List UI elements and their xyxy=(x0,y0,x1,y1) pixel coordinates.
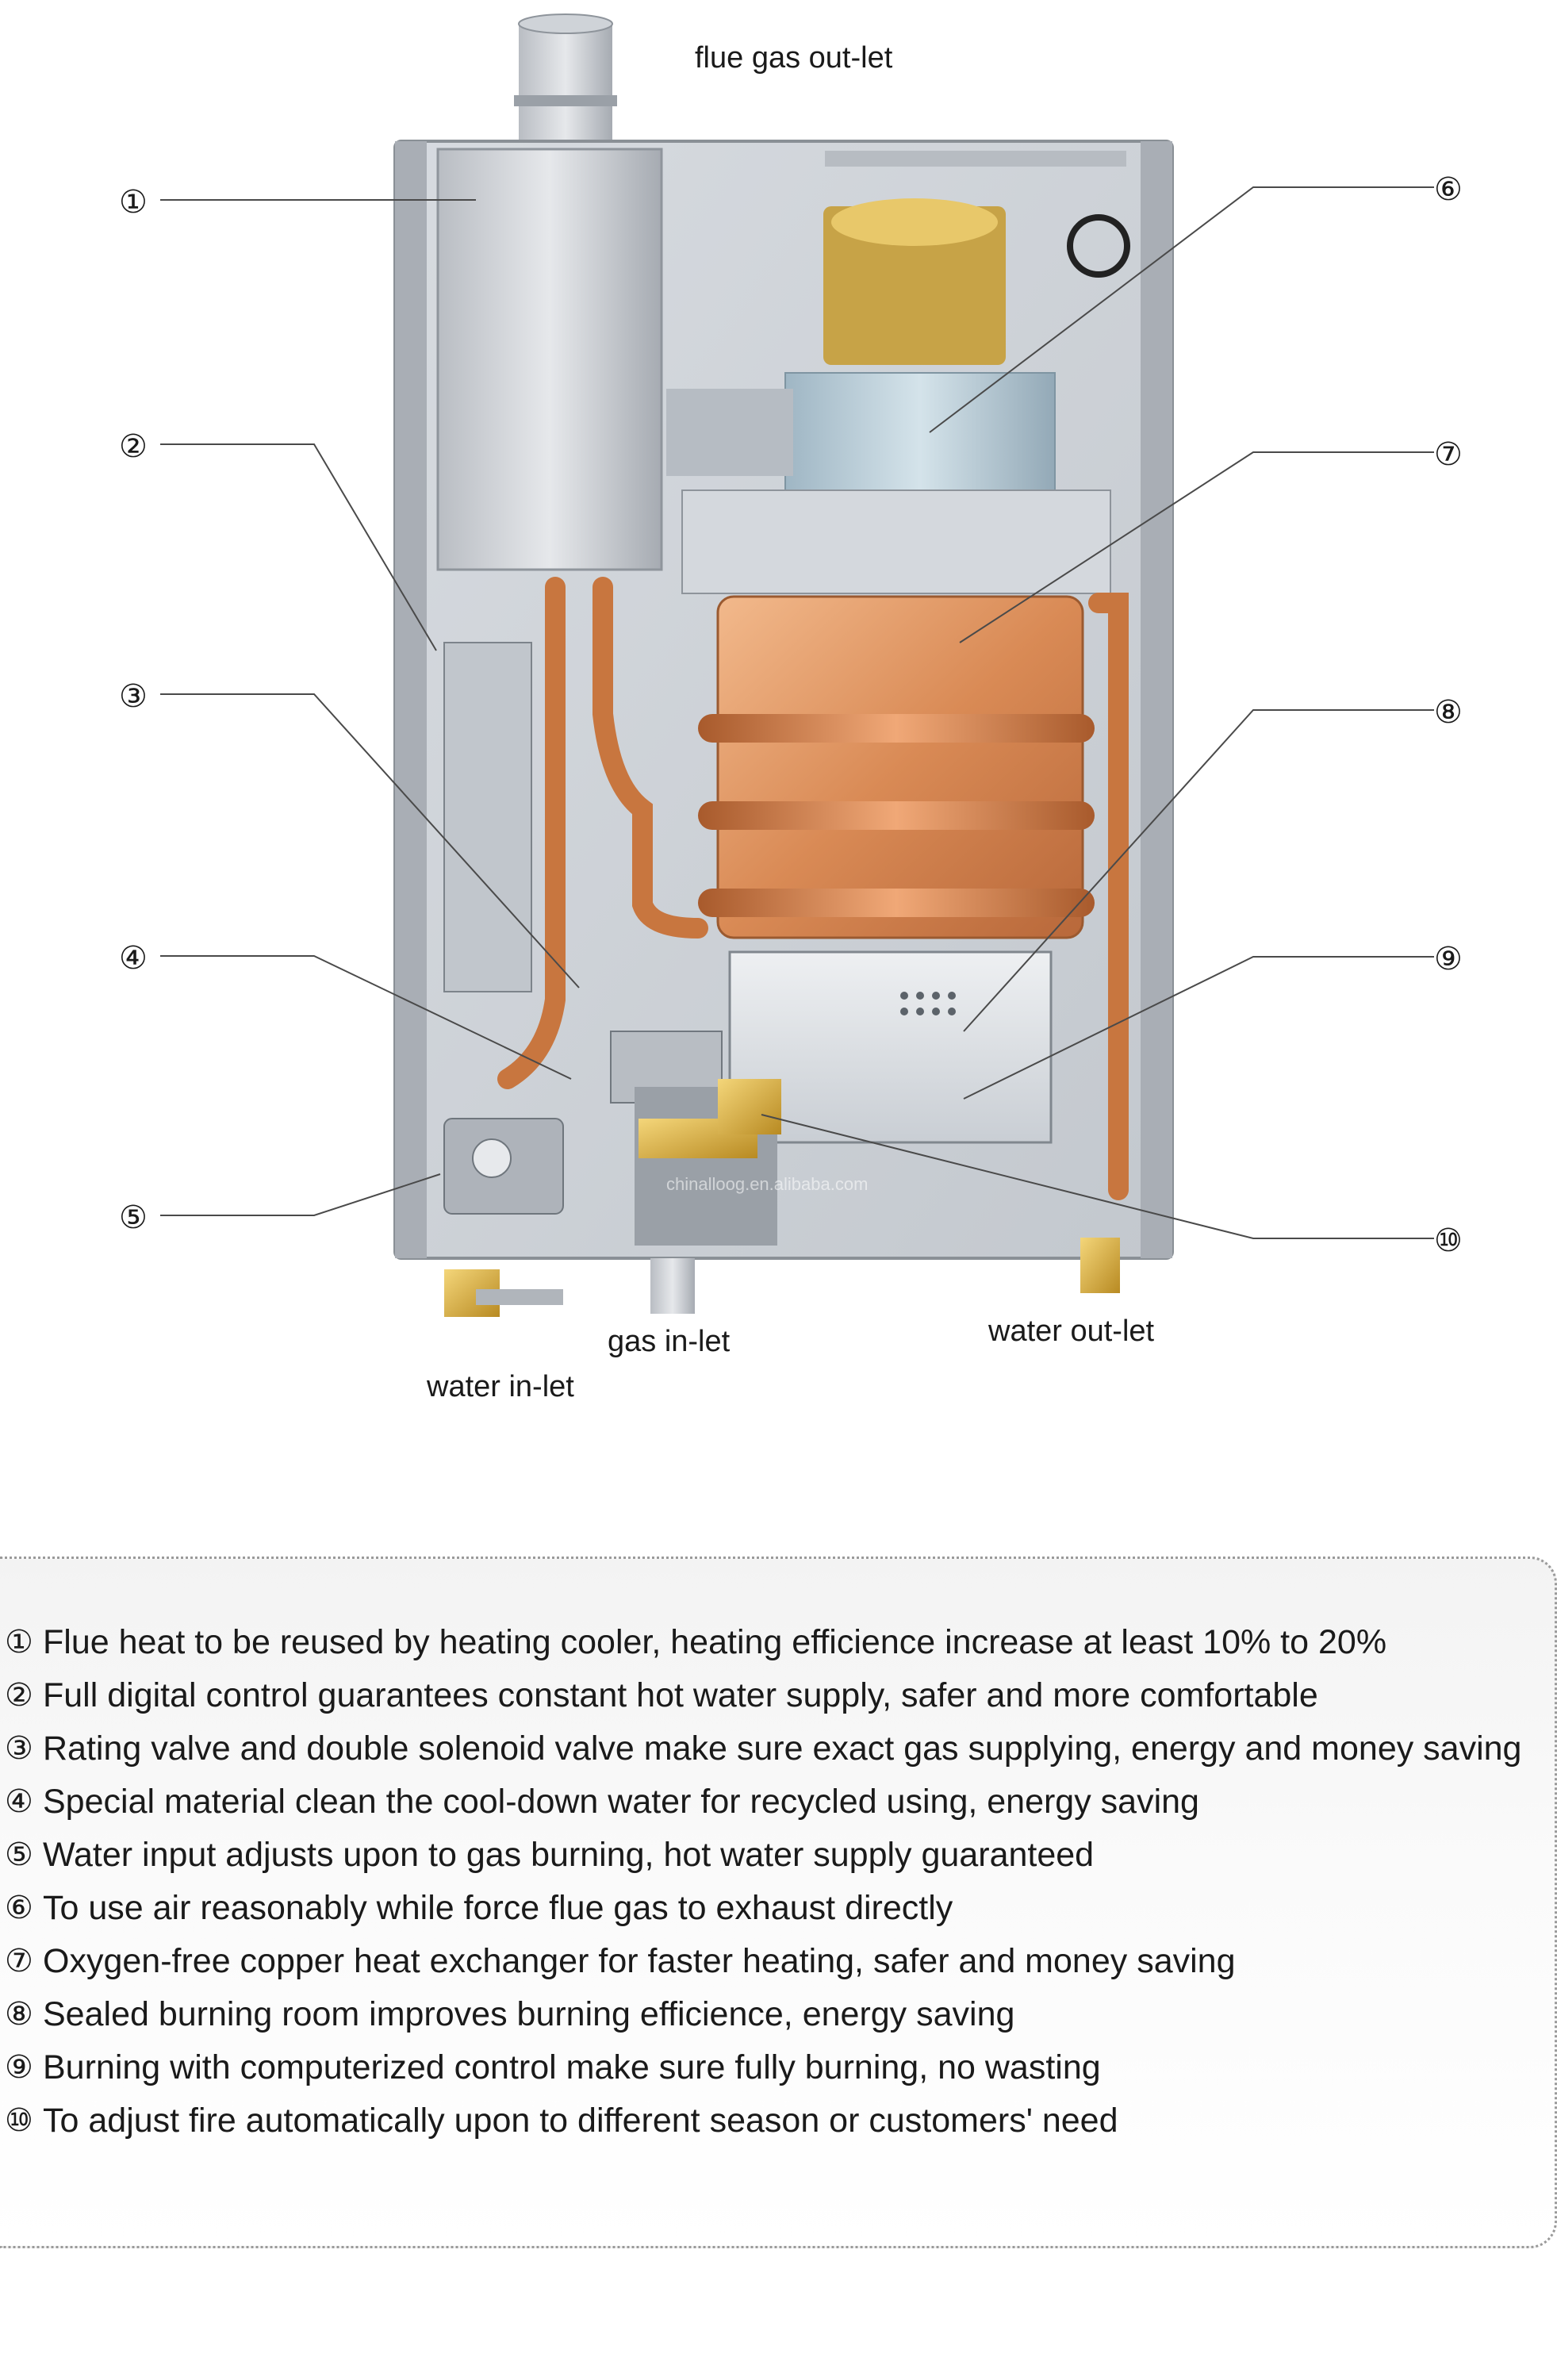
part-marker-4: ④ xyxy=(119,940,148,977)
feature-item-1: ① Flue heat to be reused by heating coole… xyxy=(5,1618,1544,1666)
feature-marker: ⑨ xyxy=(5,2049,33,2086)
feature-item-2: ② Full digital control guarantees constan… xyxy=(5,1672,1544,1719)
water-outlet-label: water out-let xyxy=(988,1315,1155,1348)
part-marker-1: ① xyxy=(119,184,148,221)
feature-marker: ⑩ xyxy=(5,2102,33,2139)
features-panel: ① Flue heat to be reused by heating coole… xyxy=(0,1557,1557,2248)
part-marker-7: ⑦ xyxy=(1434,436,1463,473)
feature-text: Burning with computerized control make s… xyxy=(43,2048,1101,2086)
watermark-text: chinalloog.en.alibaba.com xyxy=(666,1174,868,1194)
water-valve xyxy=(443,1118,564,1215)
part-marker-10: ⑩ xyxy=(1434,1223,1463,1259)
leader-lines xyxy=(160,186,1434,1239)
feature-item-8: ⑧ Sealed burning room improves burning ef… xyxy=(5,1990,1544,2038)
feature-marker: ⑧ xyxy=(5,1996,33,2033)
water-inlet-label: water in-let xyxy=(426,1370,574,1403)
feature-item-7: ⑦ Oxygen-free copper heat exchanger for f… xyxy=(5,1937,1544,1985)
feature-text: Full digital control guarantees constant… xyxy=(43,1676,1318,1714)
flue-gas-outlet-label: flue gas out-let xyxy=(695,41,893,75)
part-marker-5: ⑤ xyxy=(119,1200,148,1236)
features-list: ① Flue heat to be reused by heating coole… xyxy=(5,1618,1544,2150)
gas-inlet-label: gas in-let xyxy=(608,1325,731,1358)
feature-text: Rating valve and double solenoid valve m… xyxy=(43,1729,1522,1768)
exchanger-hood xyxy=(681,489,1111,594)
feature-text: Sealed burning room improves burning eff… xyxy=(43,1995,1015,2033)
feature-marker: ④ xyxy=(5,1783,33,1820)
control-board xyxy=(443,642,532,992)
gas-valve xyxy=(610,1031,781,1246)
feature-item-6: ⑥ To use air reasonably while force flue … xyxy=(5,1884,1544,1932)
feature-marker: ⑦ xyxy=(5,1943,33,1979)
feature-text: To adjust fire automatically upon to dif… xyxy=(43,2102,1118,2140)
fan-motor xyxy=(666,198,1056,493)
flue-heat-collector xyxy=(436,148,663,571)
part-marker-2: ② xyxy=(119,428,148,465)
feature-item-3: ③ Rating valve and double solenoid valve … xyxy=(5,1725,1544,1772)
part-markers: ① ② ③ ④ ⑤ ⑥ ⑦ ⑧ ⑨ ⑩ xyxy=(119,171,1463,1259)
feature-marker: ② xyxy=(5,1677,33,1714)
feature-marker: ③ xyxy=(5,1730,33,1767)
copper-pipes xyxy=(497,577,1129,1200)
feature-item-5: ⑤ Water input adjusts upon to gas burning… xyxy=(5,1831,1544,1879)
feature-marker: ⑥ xyxy=(5,1890,33,1926)
part-marker-3: ③ xyxy=(119,678,148,715)
water-heater-diagram: chinalloog.en.alibaba.com ① ② ③ ④ ⑤ ⑥ ⑦ … xyxy=(119,13,1463,1403)
combustion-chamber xyxy=(728,950,1053,1144)
part-marker-6: ⑥ xyxy=(1434,171,1463,208)
feature-item-10: ⑩ To adjust fire automatically upon to di… xyxy=(5,2097,1544,2144)
feature-marker: ⑤ xyxy=(5,1837,33,1873)
part-marker-9: ⑨ xyxy=(1434,941,1463,977)
feature-item-4: ④ Special material clean the cool-down wa… xyxy=(5,1778,1544,1825)
feature-marker: ① xyxy=(5,1624,33,1660)
copper-heat-exchanger xyxy=(698,595,1095,939)
feature-item-9: ⑨ Burning with computerized control make … xyxy=(5,2044,1544,2091)
feature-text: Oxygen-free copper heat exchanger for fa… xyxy=(43,1942,1236,1980)
feature-text: Flue heat to be reused by heating cooler… xyxy=(43,1623,1387,1661)
feature-text: To use air reasonably while force flue g… xyxy=(43,1889,953,1927)
part-marker-8: ⑧ xyxy=(1434,694,1463,731)
feature-text: Special material clean the cool-down wat… xyxy=(43,1783,1199,1821)
bottom-fittings xyxy=(444,1238,1120,1317)
ignition-ring xyxy=(1067,214,1130,278)
flue-pipe xyxy=(514,13,617,149)
feature-text: Water input adjusts upon to gas burning,… xyxy=(43,1836,1095,1874)
